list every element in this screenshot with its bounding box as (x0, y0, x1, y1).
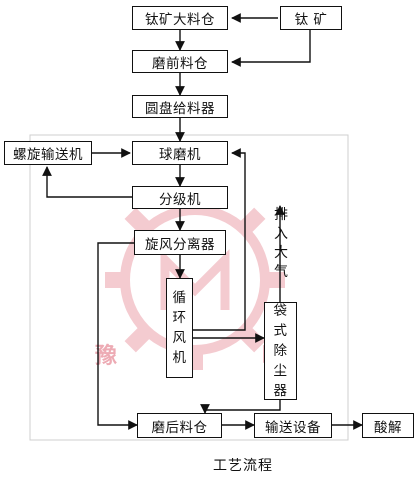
arrow-ore-to-premill (231, 30, 311, 67)
vent-char-1: 排 (274, 207, 288, 223)
node-classifier: 分级机 (132, 186, 228, 209)
node-disc-feeder: 圆盘给料器 (132, 95, 228, 118)
watermark-char-left: 豫 (95, 344, 118, 369)
node-circulating-fan: 循 环 风 机 (166, 278, 193, 378)
arrow-cyclone-to-postmill (97, 242, 138, 430)
arrow-bag-to-postmill (200, 400, 281, 414)
fan-char-1: 循 (172, 290, 187, 306)
vent-to-atmosphere-label: 排 入 大 气 (270, 206, 292, 282)
vent-char-4: 气 (274, 264, 288, 280)
bag-char-2: 式 (273, 323, 288, 339)
node-postmill-bin: 磨后料仓 (137, 413, 222, 438)
bag-char-1: 袋 (273, 303, 288, 319)
node-acid-digestion: 酸解 (362, 413, 414, 438)
node-titanium-ore-bin: 钛矿大料仓 (132, 6, 228, 30)
diagram-caption: 工艺流程 (213, 458, 273, 474)
node-premill-bin: 磨前料仓 (132, 50, 228, 73)
arrow-classifier-return (42, 166, 132, 198)
node-titanium-ore: 钛 矿 (280, 6, 342, 30)
bag-char-4: 尘 (273, 363, 288, 379)
bag-char-3: 除 (273, 343, 288, 359)
fan-char-3: 风 (172, 330, 187, 346)
node-ball-mill: 球磨机 (132, 141, 228, 165)
fan-char-4: 机 (172, 350, 187, 366)
node-screw-conveyor: 螺旋输送机 (4, 141, 92, 165)
vent-char-2: 入 (274, 226, 288, 242)
bag-char-5: 器 (273, 383, 288, 399)
vent-char-3: 大 (274, 245, 288, 261)
fan-char-2: 环 (172, 310, 187, 326)
node-bag-filter: 袋 式 除 尘 器 (264, 302, 297, 400)
node-cyclone-separator: 旋风分离器 (134, 230, 226, 255)
watermark-logo (95, 180, 295, 380)
arrow-fan-return-to-mill (193, 148, 246, 331)
node-conveyor-equipment: 输送设备 (254, 413, 332, 438)
